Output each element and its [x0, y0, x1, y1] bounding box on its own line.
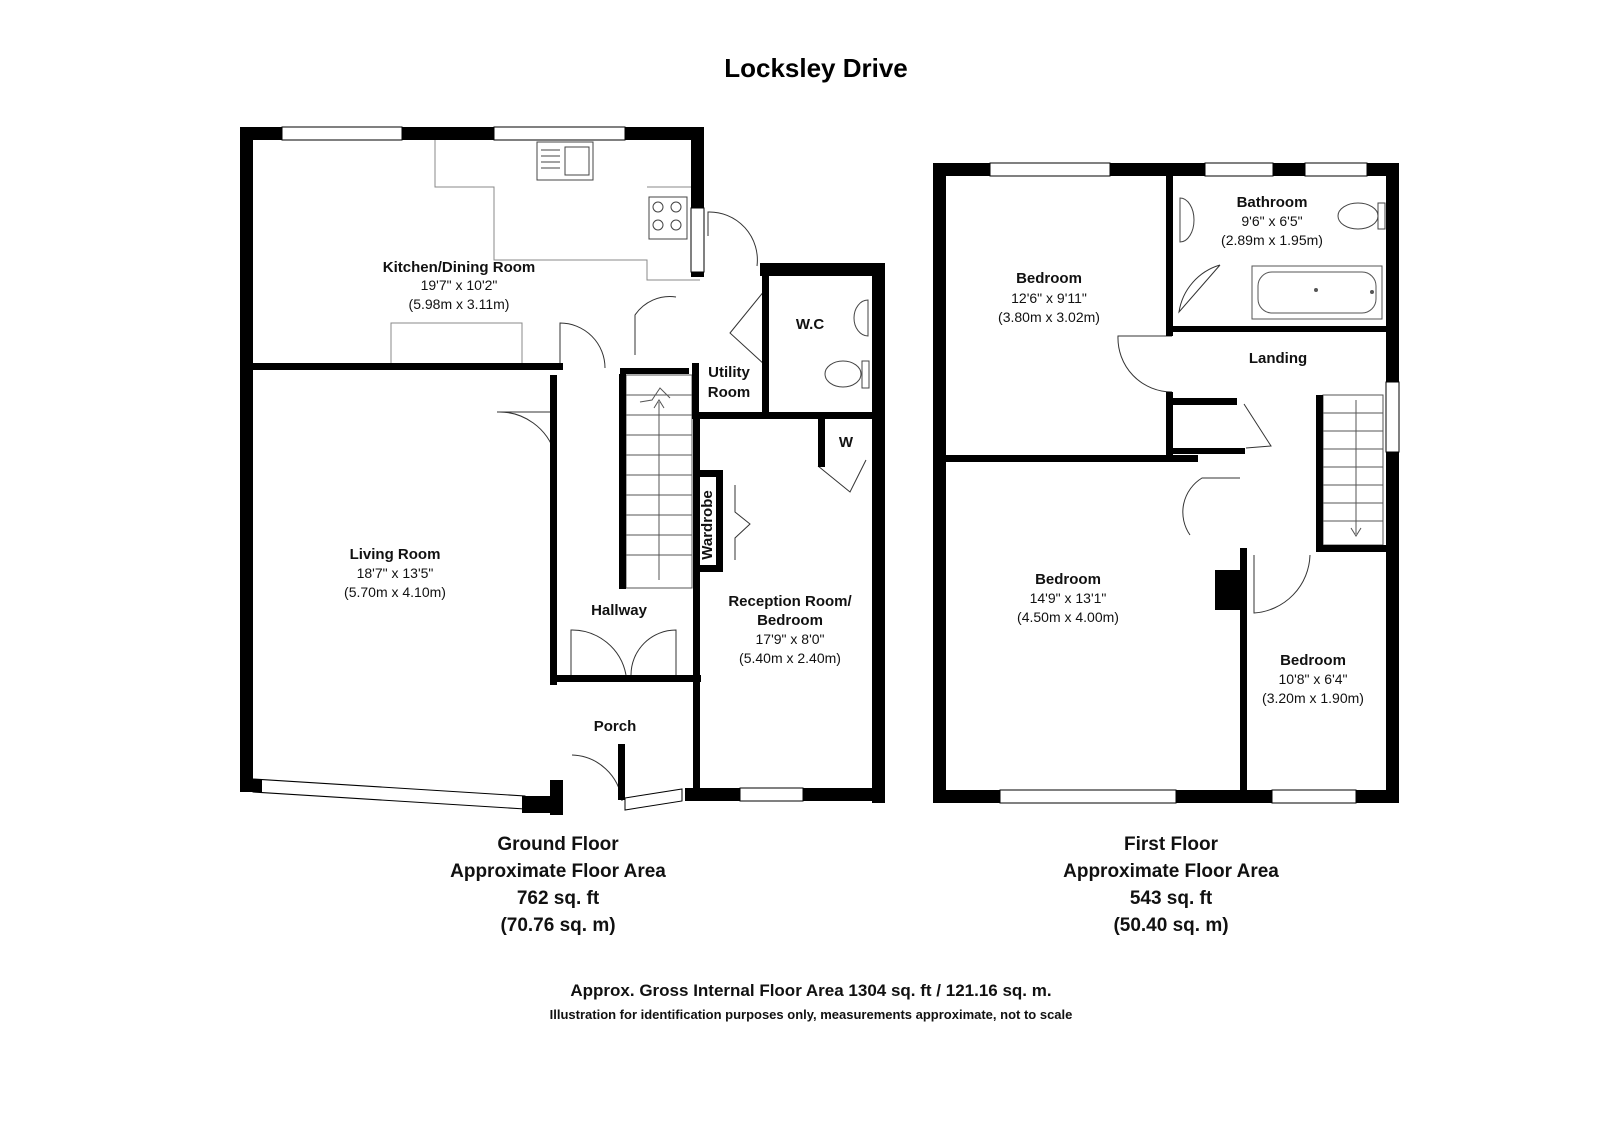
room-name-utility-2: Room: [708, 384, 751, 401]
room-metric-living: (5.70m x 4.10m): [344, 584, 446, 600]
room-name-kitchen: Kitchen/Dining Room: [383, 259, 536, 276]
room-name-bedroom1: Bedroom: [1016, 270, 1082, 287]
room-metric-reception: (5.40m x 2.40m): [739, 650, 841, 666]
hob-icon: [648, 196, 688, 240]
ground-walls: [240, 127, 885, 815]
room-metric-bedroom1: (3.80m x 3.02m): [998, 309, 1100, 325]
room-dim-bedroom1: 12'6" x 9'11": [1011, 290, 1087, 306]
room-name-bedroom2: Bedroom: [1035, 571, 1101, 588]
ground-floor-labels: Kitchen/Dining Room 19'7" x 10'2" (5.98m…: [344, 259, 854, 735]
room-name-wc: W.C: [796, 316, 824, 333]
stairs-first: [1322, 394, 1384, 546]
room-dim-bedroom3: 10'8" x 6'4": [1279, 671, 1348, 687]
first-doors: [1117, 264, 1311, 614]
room-name-living: Living Room: [350, 546, 441, 563]
disclaimer: Illustration for identification purposes…: [550, 1007, 1073, 1022]
room-name-hallway: Hallway: [591, 602, 648, 619]
bathroom-toilet-icon: [1337, 202, 1386, 230]
first-windows: [989, 162, 1400, 804]
ground-doors: [496, 211, 867, 802]
room-dim-kitchen: 19'7" x 10'2": [421, 277, 498, 293]
chimney-breast: [1215, 570, 1243, 610]
sink-icon: [536, 141, 594, 181]
bathroom-basin-icon: [1179, 197, 1195, 243]
room-name-wardrobe: Wardrobe: [699, 490, 716, 559]
room-metric-bedroom2: (4.50m x 4.00m): [1017, 609, 1119, 625]
ground-floor-summary: Ground Floor Approximate Floor Area 762 …: [450, 834, 666, 936]
first-floor-labels: Bedroom 12'6" x 9'11" (3.80m x 3.02m) Ba…: [998, 194, 1364, 706]
plan-title: Locksley Drive: [724, 53, 908, 83]
ground-floor-label: Ground Floor: [497, 834, 619, 855]
first-floor-summary: First Floor Approximate Floor Area 543 s…: [1063, 834, 1279, 936]
room-name-reception-2: Bedroom: [757, 612, 823, 629]
toilet-icon: [824, 360, 870, 389]
kitchen-counter: [390, 140, 700, 369]
room-dim-living: 18'7" x 13'5": [357, 565, 434, 581]
room-name-bedroom3: Bedroom: [1280, 652, 1346, 669]
bath-icon: [1251, 265, 1383, 320]
room-name-wardrobe-cupboard: W: [839, 434, 854, 451]
first-floor-label: First Floor: [1124, 834, 1219, 855]
room-metric-kitchen: (5.98m x 3.11m): [409, 296, 510, 312]
gross-area: Approx. Gross Internal Floor Area 1304 s…: [570, 981, 1051, 1000]
room-dim-bedroom2: 14'9" x 13'1": [1030, 590, 1107, 606]
ground-floor-area-label: Approximate Floor Area: [450, 861, 666, 882]
ground-floor-area-sqft: 762 sq. ft: [517, 888, 600, 909]
first-floor-plan: [933, 162, 1400, 804]
wc-basin-icon: [853, 299, 869, 337]
ground-windows: [252, 126, 804, 811]
room-name-bathroom: Bathroom: [1237, 194, 1308, 211]
first-floor-area-label: Approximate Floor Area: [1063, 861, 1279, 882]
first-floor-area-sqm: (50.40 sq. m): [1113, 915, 1228, 936]
room-metric-bathroom: (2.89m x 1.95m): [1221, 232, 1323, 248]
room-name-utility-1: Utility: [708, 364, 750, 381]
first-floor-area-sqft: 543 sq. ft: [1130, 888, 1213, 909]
ground-floor-area-sqm: (70.76 sq. m): [500, 915, 615, 936]
ground-floor-plan: [240, 126, 885, 815]
room-metric-bedroom3: (3.20m x 1.90m): [1262, 690, 1364, 706]
room-dim-reception: 17'9" x 8'0": [756, 631, 825, 647]
room-name-landing: Landing: [1249, 350, 1307, 367]
room-name-reception-1: Reception Room/: [728, 593, 852, 610]
first-walls: [933, 163, 1399, 803]
room-dim-bathroom: 9'6" x 6'5": [1241, 213, 1302, 229]
room-name-porch: Porch: [594, 718, 637, 735]
stairs-ground: [625, 374, 693, 589]
